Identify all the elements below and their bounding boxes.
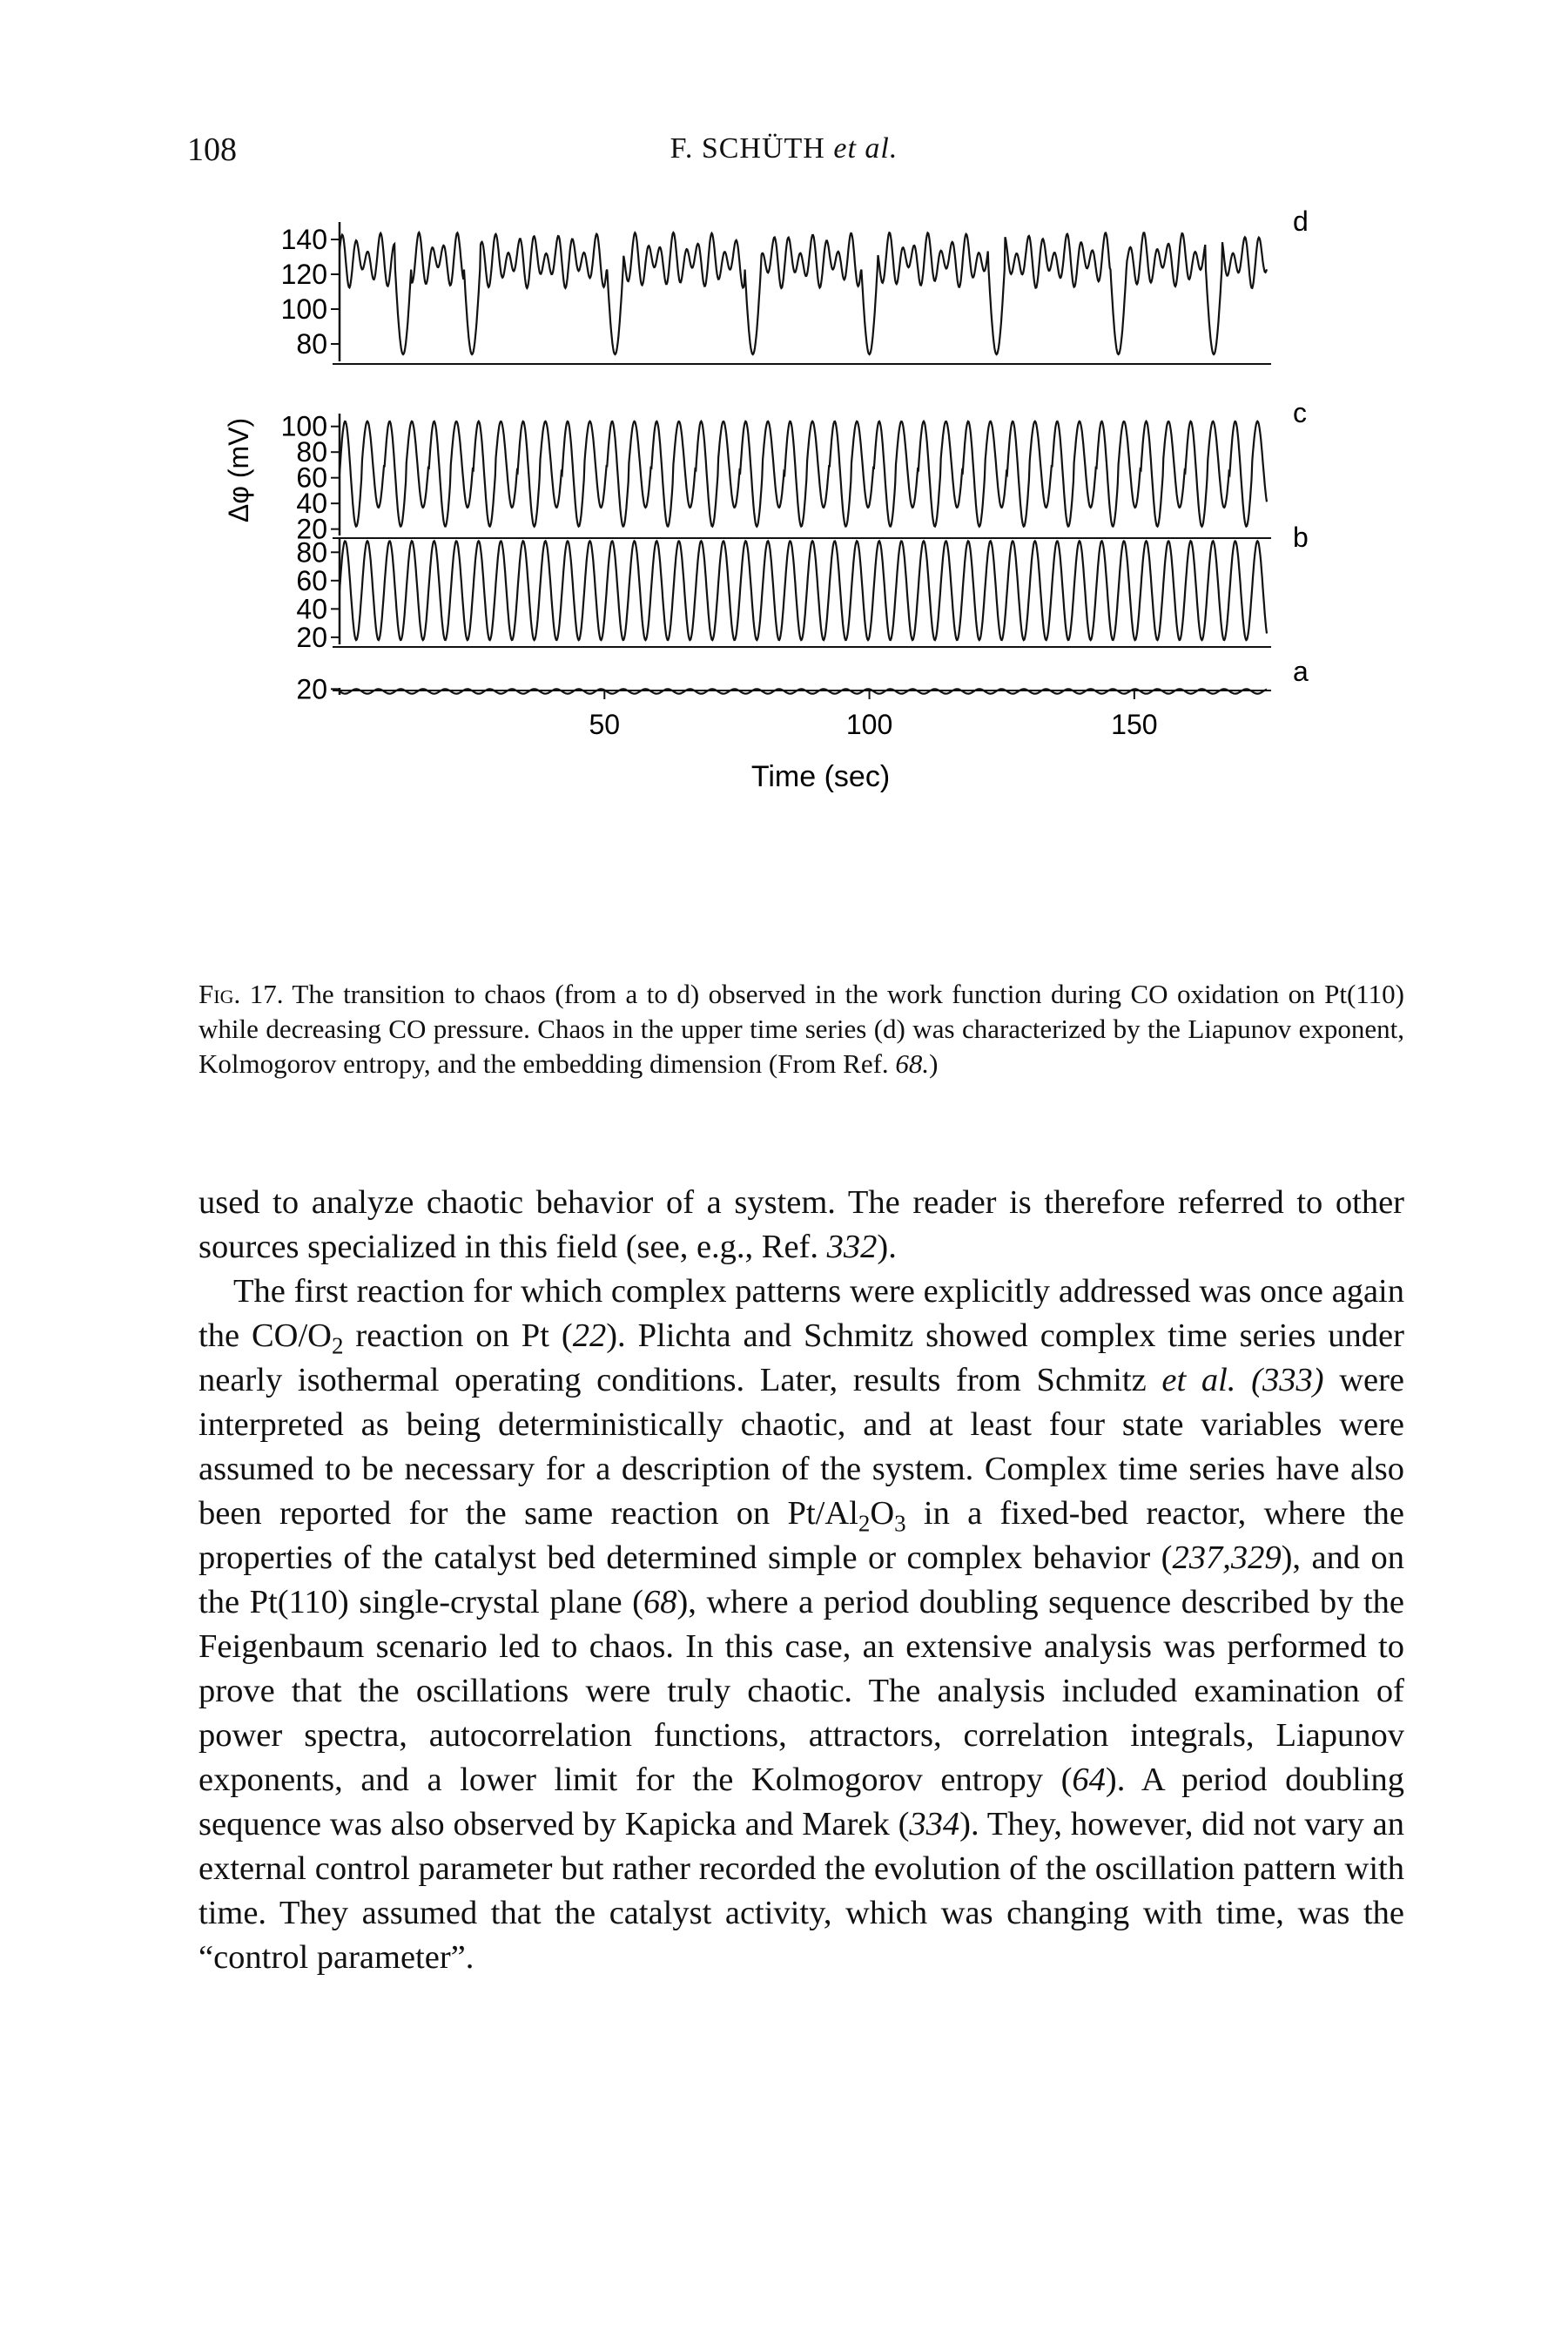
caption-label: Fig. 17. (199, 979, 284, 1009)
p1-text-1: ). (877, 1229, 897, 1265)
y-tick-label-c-80: 80 (296, 436, 327, 468)
panel-label-b: b (1293, 522, 1309, 553)
chart-axes (331, 222, 1271, 699)
p1-text-0: used to analyze chaotic behavior of a sy… (199, 1184, 1404, 1265)
p2-ref-237-329: 237,329 (1172, 1539, 1282, 1576)
y-tick-label-b-80: 80 (296, 536, 327, 568)
y-tick-label-c-60: 60 (296, 462, 327, 494)
y-tick-label-b-40: 40 (296, 593, 327, 624)
p2-seg-16: ), where a period doubling sequence desc… (199, 1584, 1404, 1798)
chart-traces (338, 230, 1269, 695)
y-tick-label-b-60: 60 (296, 565, 327, 596)
trace-series-b (338, 539, 1269, 642)
trace-series-c (338, 419, 1269, 529)
p2-seg-20: ). They, however, did not vary an extern… (199, 1806, 1404, 1976)
running-head-etal: et al. (833, 132, 898, 165)
p2-seg-0: The first reaction for which complex pat… (199, 1273, 1404, 1354)
caption-ref: 68. (895, 1048, 930, 1079)
y-tick-label-d-80: 80 (296, 328, 327, 360)
y-tick-label-d-120: 120 (281, 259, 327, 290)
trace-series-a (339, 688, 1268, 695)
running-head-author: F. SCHÜTH (670, 132, 825, 165)
y-tick-label-a-20: 20 (296, 673, 327, 704)
y-tick-label-c-100: 100 (281, 411, 327, 442)
p2-ref-333: (333) (1251, 1362, 1324, 1398)
y-axis-label: Δφ (mV) (223, 418, 254, 522)
p2-etal: et al. (1161, 1362, 1236, 1398)
y-tick-label-b-20: 20 (296, 622, 327, 653)
page-header: 108 F. SCHÜTH et al. (0, 131, 1568, 174)
p2-ref-334: 334 (909, 1806, 960, 1842)
caption-close: ) (929, 1048, 939, 1079)
panel-label-a: a (1293, 656, 1309, 687)
panel-label-c: c (1293, 397, 1307, 428)
panel-label-d: d (1293, 205, 1309, 237)
caption-text: The transition to chaos (from a to d) ob… (199, 979, 1404, 1079)
body-text: used to analyze chaotic behavior of a sy… (199, 1181, 1404, 1980)
p2-seg-10: O (870, 1495, 895, 1532)
p2-seg-6 (1235, 1362, 1251, 1398)
y-tick-label-c-40: 40 (296, 488, 327, 519)
p2-ref-64: 64 (1072, 1762, 1106, 1798)
p2-ref-22: 22 (572, 1317, 607, 1354)
x-tick-label-50: 50 (589, 709, 620, 740)
trace-series-d (338, 230, 1269, 356)
x-tick-label-100: 100 (846, 709, 892, 740)
p2-ref-68: 68 (643, 1584, 677, 1620)
paragraph-2: The first reaction for which complex pat… (199, 1270, 1404, 1980)
p2-seg-14: ), and on the Pt(110) single-crystal pla… (199, 1539, 1404, 1620)
p2-seg-12: in a fixed-bed reactor, where the proper… (199, 1495, 1404, 1576)
paragraph-1: used to analyze chaotic behavior of a sy… (199, 1181, 1404, 1270)
p2-sub-o3: 3 (894, 1510, 906, 1537)
p2-seg-18: ). A period doubling sequence was also o… (199, 1762, 1405, 1842)
y-tick-label-c-20: 20 (296, 514, 327, 545)
x-axis-label: Time (sec) (751, 760, 890, 793)
p1-ref-332: 332 (826, 1229, 878, 1265)
y-tick-label-d-140: 140 (281, 224, 327, 255)
page-number: 108 (187, 131, 237, 168)
p2-seg-4: ). Plichta and Schmitz showed complex ti… (199, 1317, 1404, 1398)
figure-caption: Fig. 17. The transition to chaos (from a… (199, 977, 1404, 1081)
p2-sub-al2: 2 (858, 1510, 871, 1537)
running-head: F. SCHÜTH et al. (0, 132, 1568, 165)
p2-sub-o2: 2 (331, 1332, 344, 1359)
p2-seg-8: were interpreted as being deterministica… (199, 1362, 1405, 1532)
p2-seg-2: reaction on Pt ( (343, 1317, 573, 1354)
y-tick-label-d-100: 100 (281, 293, 327, 325)
x-tick-label-150: 150 (1111, 709, 1157, 740)
